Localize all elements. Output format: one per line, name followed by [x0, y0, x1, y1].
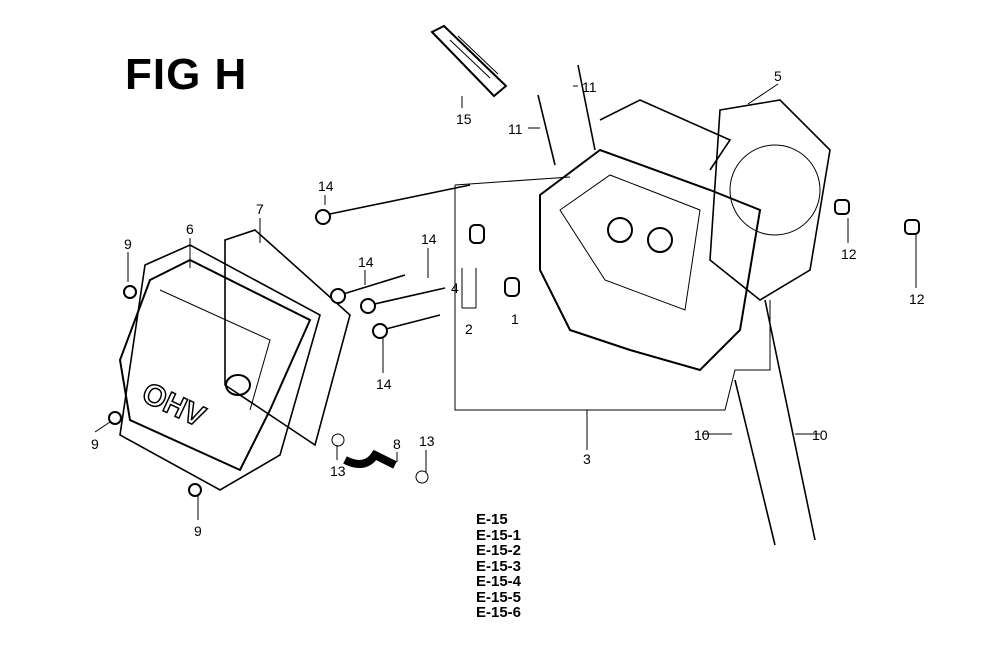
callout-2: 2 — [465, 321, 473, 337]
cylinder-gasket — [709, 99, 831, 301]
bolts — [108, 184, 471, 497]
reference-code: E-15-2 — [476, 542, 522, 559]
callout-13: 13 — [419, 433, 435, 449]
reference-code: E-15-5 — [476, 588, 522, 606]
callout-5: 5 — [774, 68, 782, 84]
callout-12: 12 — [841, 246, 857, 262]
callout-10: 10 — [812, 427, 828, 443]
callout-14: 14 — [358, 254, 374, 270]
head-gasket-seal — [224, 229, 351, 447]
callout-14: 14 — [421, 231, 437, 247]
callout-7: 7 — [256, 201, 264, 217]
callout-15: 15 — [456, 111, 472, 127]
cylinder-head — [539, 99, 762, 372]
figure-title: FIG H — [125, 50, 248, 99]
reference-code: E-15-4 — [476, 573, 522, 590]
spark-plug — [430, 24, 508, 98]
head-cover: OHV — [118, 258, 312, 472]
callout-12: 12 — [909, 291, 925, 307]
reference-code: E-15-3 — [476, 557, 522, 575]
reference-code: E-15-6 — [476, 604, 522, 621]
callout-9: 9 — [194, 523, 202, 539]
callout-13: 13 — [330, 463, 346, 479]
reference-code: E-15-1 — [476, 526, 522, 544]
callout-4: 4 — [451, 280, 459, 296]
callout-11: 11 — [582, 79, 597, 95]
callout-6: 6 — [186, 221, 194, 237]
callout-9: 9 — [124, 236, 132, 252]
callout-1: 1 — [511, 311, 519, 327]
callout-9: 9 — [91, 436, 99, 452]
callout-11: 11 — [508, 121, 523, 137]
callout-14: 14 — [376, 376, 392, 392]
reference-code: E-15 — [476, 511, 508, 528]
callout-3: 3 — [583, 451, 591, 467]
callout-8: 8 — [393, 436, 401, 452]
callout-14: 14 — [318, 178, 334, 194]
reference-codes: E-15 E-15-1 E-15-2 E-15-3 E-15-4 E-15-5 … — [476, 512, 521, 621]
callout-10: 10 — [694, 427, 710, 443]
